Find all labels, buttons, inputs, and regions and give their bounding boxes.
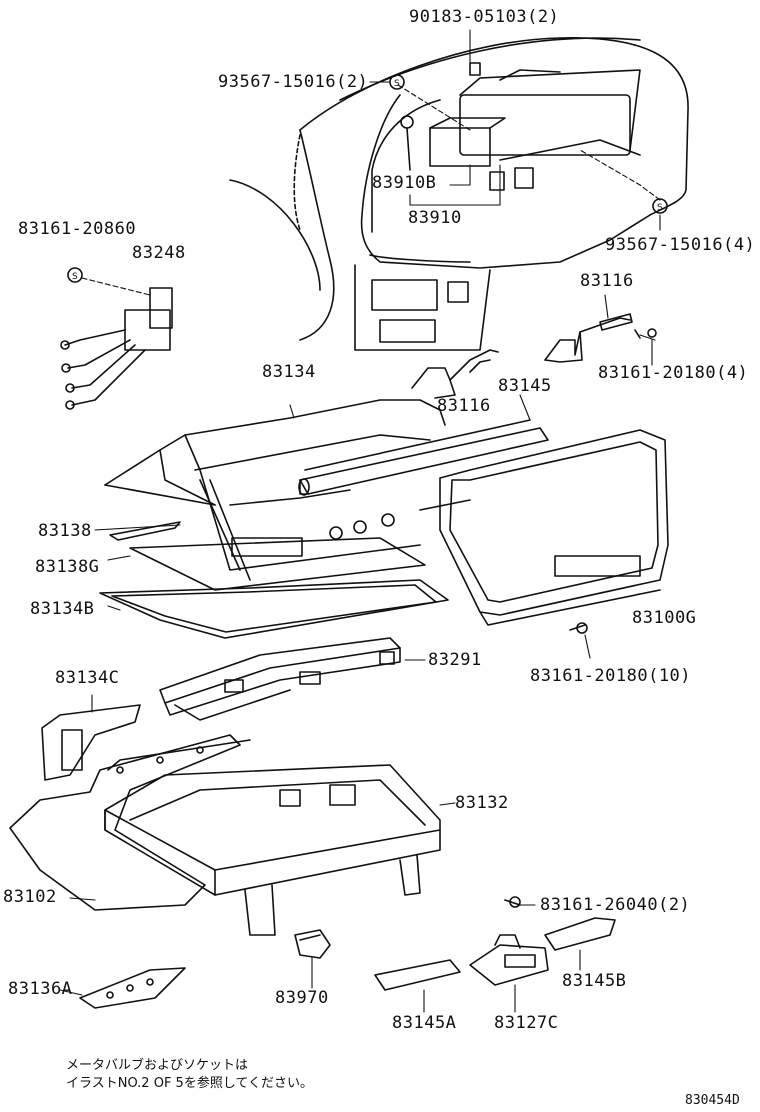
bracket-83116 [411, 294, 656, 399]
note-line-2: イラストNO.2 OF 5を参照してください。 [66, 1076, 314, 1091]
part-label-90183-05103: 90183-05103(2) [409, 7, 560, 27]
duct-83291 [159, 637, 426, 721]
glovebox-83132 [104, 764, 456, 936]
circled-s-glyph: S [394, 79, 400, 89]
part-label-83291: 83291 [428, 650, 482, 670]
part-label-83161-20180-4: 83161-20180(4) [598, 363, 749, 383]
plate-83136a [59, 967, 186, 1009]
socket-83970 [294, 929, 331, 989]
part-label-83145: 83145 [498, 376, 552, 396]
part-label-83134b: 83134B [30, 599, 95, 619]
part-label-83102: 83102 [3, 887, 57, 907]
part-label-93567-15016-4: 93567-15016(4) [605, 235, 756, 255]
screw-icon [504, 328, 657, 908]
circled-s-glyph: S [72, 272, 78, 282]
hinge-83127c [469, 934, 549, 1013]
circled-s-icon [67, 74, 668, 283]
part-label-83132: 83132 [455, 793, 509, 813]
panel-83145a [374, 959, 461, 1013]
part-label-83127c: 83127C [494, 1013, 559, 1033]
part-label-83138g: 83138G [35, 557, 100, 577]
dashboard-outline [229, 37, 689, 351]
part-label-83910: 83910 [408, 208, 462, 228]
trim-83134c [41, 694, 141, 781]
panel-stack [94, 521, 449, 639]
panel-83145b [544, 917, 616, 971]
part-label-83145b: 83145B [562, 971, 627, 991]
switch-83248 [60, 277, 173, 410]
part-label-83161-20860: 83161-20860 [18, 219, 137, 239]
lower-panel-83102 [9, 734, 251, 911]
circled-s-glyph: S [657, 203, 663, 213]
part-label-83161-20180-10: 83161-20180(10) [530, 666, 692, 686]
part-label-83116-lower: 83116 [437, 396, 491, 416]
part-label-83970: 83970 [275, 988, 329, 1008]
part-label-83910b: 83910B [372, 173, 437, 193]
cover-83100g [329, 429, 669, 626]
meter-cluster [400, 62, 641, 191]
note-line-1: メータバルブおよびソケットは [66, 1058, 249, 1073]
part-label-83134c: 83134C [55, 668, 120, 688]
upper-panel-83134 [104, 399, 446, 581]
part-label-83161-26040: 83161-26040(2) [540, 895, 691, 915]
part-label-83116-upper: 83116 [580, 271, 634, 291]
leader-lines-upper [369, 29, 661, 231]
part-label-83100g: 83100G [632, 608, 697, 628]
part-label-83134: 83134 [262, 362, 316, 382]
part-label-83136a: 83136A [8, 979, 73, 999]
part-label-83248: 83248 [132, 243, 186, 263]
reference-code: 830454D [685, 1093, 740, 1108]
part-label-83145a: 83145A [392, 1013, 457, 1033]
part-label-83138: 83138 [38, 521, 92, 541]
bar-83145 [298, 394, 549, 496]
part-label-93567-15016-2: 93567-15016(2) [218, 72, 369, 92]
